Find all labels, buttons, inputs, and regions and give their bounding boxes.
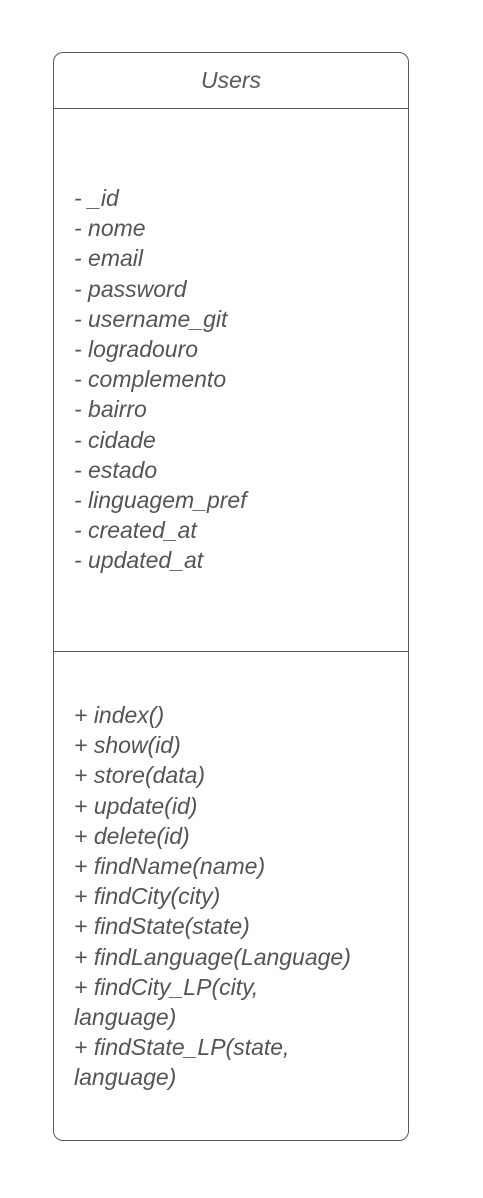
uml-class-users: Users - _id - nome - email - password - … — [53, 52, 409, 1141]
method-find-state-lp-continued: language) — [74, 1064, 177, 1091]
attribute-logradouro: - logradouro — [74, 336, 199, 363]
method-update: + update(id) — [74, 792, 198, 819]
class-header: Users — [54, 53, 408, 109]
attribute-email: - email — [74, 245, 144, 272]
attribute-linguagem-pref: - linguagem_pref — [74, 487, 247, 514]
method-find-city-lp-continued: language) — [74, 1004, 177, 1031]
attribute-cidade: - cidade — [74, 426, 156, 453]
method-find-state: + findState(state) — [74, 913, 250, 940]
method-find-city: + findCity(city) — [74, 883, 221, 910]
attribute-bairro: - bairro — [74, 396, 147, 423]
methods-compartment: + index() + show(id) + store(data) + upd… — [54, 652, 408, 1093]
method-show: + show(id) — [74, 732, 181, 759]
attribute-nome: - nome — [74, 215, 146, 242]
attributes-compartment: - _id - nome - email - password - userna… — [54, 109, 408, 652]
attribute-id: - _id — [74, 185, 119, 211]
method-find-name: + findName(name) — [74, 853, 266, 880]
class-name: Users — [200, 67, 262, 93]
attribute-complemento: - complemento — [74, 366, 227, 393]
method-delete: + delete(id) — [74, 822, 190, 849]
method-store: + store(data) — [74, 762, 206, 789]
method-index: + index() — [74, 702, 165, 728]
attribute-created-at: - created_at — [74, 517, 197, 544]
method-find-language: + findLanguage(Language) — [74, 943, 351, 970]
attribute-password: - password — [74, 275, 187, 302]
method-find-city-lp: + findCity_LP(city, — [74, 973, 259, 1000]
attribute-username-git: - username_git — [74, 305, 228, 332]
method-find-state-lp: + findState_LP(state, — [74, 1034, 290, 1061]
attribute-updated-at: - updated_at — [74, 547, 204, 574]
attribute-estado: - estado — [74, 456, 158, 483]
